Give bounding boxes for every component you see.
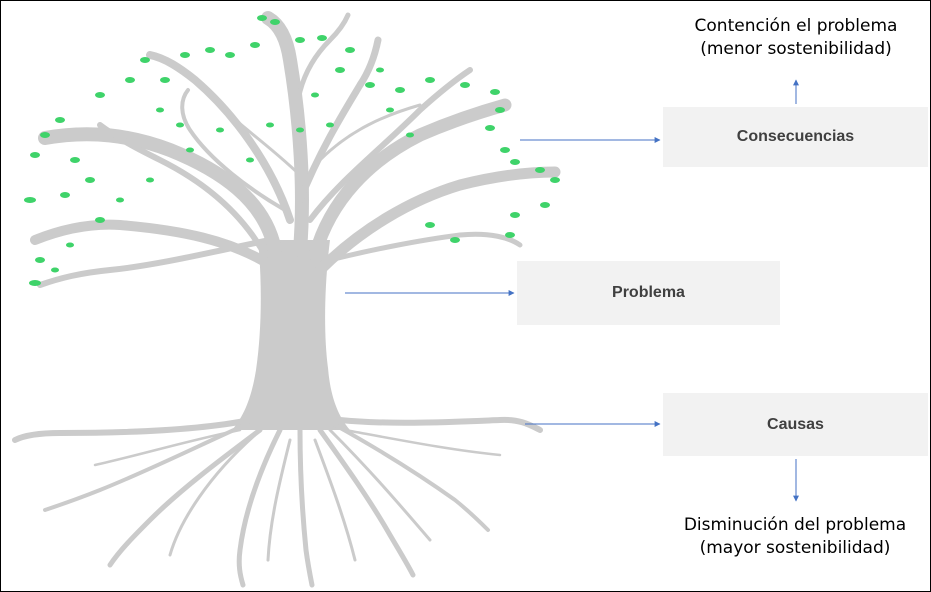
problem-box: Problema xyxy=(517,261,780,325)
consequences-note: Contención el problema (menor sostenibil… xyxy=(662,15,930,61)
causes-note-line2: (mayor sostenibilidad) xyxy=(699,538,891,558)
causes-note: Disminución del problema (mayor sostenib… xyxy=(660,514,930,560)
tree-roots xyxy=(12,416,543,588)
consequences-note-line2: (menor sostenibilidad) xyxy=(700,39,892,59)
tree-branches xyxy=(30,11,561,288)
tree-illustration xyxy=(12,11,561,588)
tree-trunk xyxy=(232,240,350,430)
consequences-note-line1: Contención el problema xyxy=(694,16,898,36)
causes-note-line1: Disminución del problema xyxy=(683,515,907,535)
causes-box: Causas xyxy=(663,393,928,456)
tree-leaves xyxy=(24,15,560,286)
consequences-box: Consecuencias xyxy=(663,107,928,167)
